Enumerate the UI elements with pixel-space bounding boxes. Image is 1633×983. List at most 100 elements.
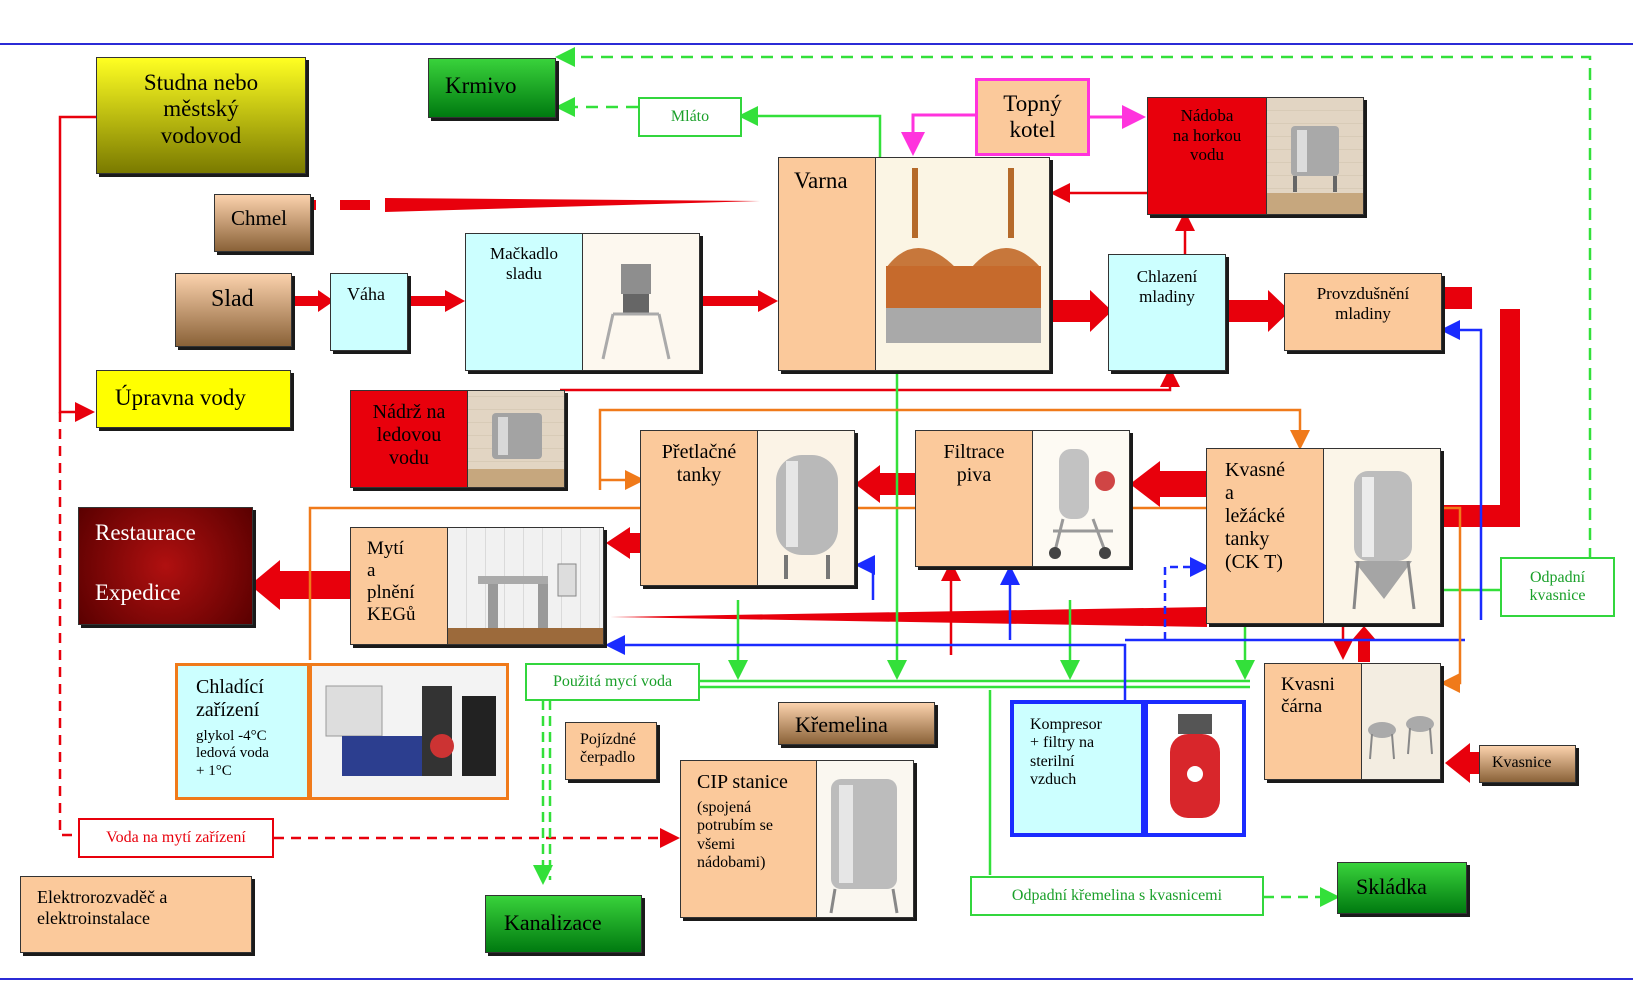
yeast-room-box: Kvasni čárna bbox=[1264, 663, 1362, 780]
kieselguhr-box: Křemelina bbox=[778, 702, 935, 745]
waste-kieselguhr-tag: Odpadní křemelina s kvasnicemi bbox=[970, 876, 1264, 916]
scale-label: Váha bbox=[347, 284, 385, 304]
keg-washer-icon bbox=[448, 563, 603, 644]
filtration-photo bbox=[1032, 430, 1130, 567]
steel-tank-icon bbox=[1267, 126, 1363, 214]
mlato-label: Mláto bbox=[670, 108, 710, 125]
compressor-label: Kompresor + filtry na sterilní vzduch bbox=[1030, 716, 1102, 789]
malt-label: Slad bbox=[211, 286, 254, 312]
sewer-box: Kanalizace bbox=[485, 895, 642, 953]
cooling-lines-orange bbox=[308, 408, 1462, 693]
sewer-label: Kanalizace bbox=[504, 910, 602, 935]
heating-boiler-label: Topný kotel bbox=[1003, 91, 1062, 143]
krmivo-label: Krmivo bbox=[445, 73, 517, 98]
hot-water-tank-label: Nádoba na horkou vodu bbox=[1172, 106, 1242, 165]
waste-yeast-label: Odpadní kvasnice bbox=[1529, 568, 1586, 604]
used-wash-water-label: Použitá mycí voda bbox=[552, 673, 673, 690]
yeast-label: Kvasnice bbox=[1492, 754, 1552, 771]
yeast-room-label: Kvasni čárna bbox=[1281, 674, 1335, 717]
filtration-box: Filtrace piva bbox=[915, 430, 1033, 567]
hops-box: Chmel bbox=[214, 194, 311, 252]
fermentation-tanks-box: Kvasné a ležácké tanky (CK T) bbox=[1206, 448, 1324, 624]
wort-aeration-label: Provzdušnění mladiny bbox=[1316, 284, 1410, 323]
keg-filling-photo bbox=[447, 527, 604, 645]
electrical-box: Elektrorozvaděč a elektroinstalace bbox=[20, 876, 252, 953]
landfill-label: Skládka bbox=[1356, 874, 1427, 899]
brewhouse-photo bbox=[875, 157, 1050, 371]
product-flow-arrows bbox=[250, 198, 1520, 783]
kieselguhr-label: Křemelina bbox=[795, 712, 888, 737]
scale-box: Váha bbox=[330, 273, 408, 351]
steel-tank-icon bbox=[468, 413, 564, 487]
ice-water-tank-photo bbox=[467, 390, 565, 488]
brewhouse-label: Varna bbox=[794, 168, 848, 193]
restaurant-expedition-box: Restaurace Expedice bbox=[78, 507, 253, 625]
copper-kettles-icon bbox=[886, 168, 1041, 343]
wort-cooling-box: Chlazení mladiny bbox=[1108, 254, 1226, 371]
hops-label: Chmel bbox=[231, 206, 287, 230]
yeast-vessels-icon bbox=[1368, 716, 1434, 760]
pressure-tanks-label: Přetlačné tanky bbox=[661, 441, 737, 486]
fermentation-tanks-label: Kvasné a ležácké tanky (CK T) bbox=[1225, 459, 1285, 573]
brewhouse-box: Varna bbox=[778, 157, 876, 371]
used-wash-water-tag: Použitá mycí voda bbox=[525, 663, 700, 701]
waste-kieselguhr-label: Odpadní křemelina s kvasnicemi bbox=[1011, 887, 1223, 904]
krmivo-box: Krmivo bbox=[428, 58, 556, 118]
cip-station-photo bbox=[816, 760, 914, 918]
top-border-line bbox=[0, 43, 1633, 45]
heating-boiler-box: Topný kotel bbox=[975, 78, 1090, 156]
malt-mill-box: Mačkadlo sladu bbox=[465, 233, 583, 371]
cooling-unit-photo bbox=[309, 663, 509, 800]
mlato-tag: Mláto bbox=[638, 97, 742, 137]
malt-mill-label: Mačkadlo sladu bbox=[490, 244, 558, 283]
cip-station-title: CIP stanice bbox=[697, 771, 788, 793]
beer-filter-icon bbox=[1049, 449, 1115, 559]
water-treatment-label: Úpravna vody bbox=[115, 385, 246, 410]
hot-water-tank-box: Nádoba na horkou vodu bbox=[1147, 97, 1267, 215]
mobile-pump-label: Pojízdné čerpadlo bbox=[580, 731, 636, 767]
fermentation-tanks-photo bbox=[1323, 448, 1441, 624]
yeast-box: Kvasnice bbox=[1479, 745, 1576, 783]
waste-lines-green bbox=[533, 47, 1592, 907]
wash-water-label: Voda na mytí zařízení bbox=[106, 829, 246, 846]
cooling-unit-title: Chladící zařízení bbox=[196, 676, 264, 721]
water-treatment-box: Úpravna vody bbox=[96, 370, 291, 428]
heating-lines-magenta bbox=[901, 105, 1146, 156]
wash-water-tag: Voda na mytí zařízení bbox=[78, 818, 274, 858]
hot-water-tank-photo bbox=[1266, 97, 1364, 215]
cip-station-subtitle: (spojená potrubím se všemi nádobami) bbox=[697, 799, 773, 872]
ice-water-tank-box: Nádrž na ledovou vodu bbox=[350, 390, 468, 488]
chiller-icon bbox=[325, 685, 496, 776]
electrical-label: Elektrorozvaděč a elektroinstalace bbox=[37, 887, 168, 928]
wort-cooling-label: Chlazení mladiny bbox=[1136, 267, 1198, 306]
keg-filling-box: Mytí a plnění KEGů bbox=[350, 527, 448, 645]
pressure-tanks-photo bbox=[757, 430, 855, 586]
cip-station-box: CIP stanice (spojená potrubím se všemi n… bbox=[680, 760, 817, 918]
malt-mill-photo bbox=[582, 233, 700, 371]
filtration-label: Filtrace piva bbox=[943, 441, 1005, 486]
bottom-border-line bbox=[0, 978, 1633, 980]
cooling-unit-box: Chladící zařízení glykol -4°C ledová vod… bbox=[175, 663, 310, 800]
well-supply-label: Studna nebo městský vodovod bbox=[143, 70, 259, 148]
air-compressor-icon bbox=[1170, 714, 1220, 818]
pressure-tanks-box: Přetlačné tanky bbox=[640, 430, 758, 586]
landfill-box: Skládka bbox=[1337, 862, 1467, 914]
malt-box: Slad bbox=[175, 273, 292, 347]
mill-machine-icon bbox=[601, 264, 671, 360]
expedition-label: Expedice bbox=[95, 580, 181, 605]
mobile-pump-box: Pojízdné čerpadlo bbox=[565, 722, 657, 780]
cip-tank-icon bbox=[829, 779, 899, 914]
well-supply-box: Studna nebo městský vodovod bbox=[96, 57, 306, 174]
air-lines-blue bbox=[605, 320, 1483, 700]
waste-yeast-tag: Odpadní kvasnice bbox=[1500, 557, 1615, 617]
restaurant-label: Restaurace bbox=[95, 520, 196, 545]
compressor-box: Kompresor + filtry na sterilní vzduch bbox=[1010, 700, 1145, 837]
yeast-room-photo bbox=[1361, 663, 1441, 780]
cooling-unit-subtitle: glykol -4°C ledová voda + 1°C bbox=[196, 728, 269, 779]
cylindroconical-tank-icon bbox=[1352, 471, 1416, 610]
ice-water-tank-label: Nádrž na ledovou vodu bbox=[372, 401, 446, 469]
bright-tank-icon bbox=[776, 455, 838, 579]
compressor-photo bbox=[1144, 700, 1246, 837]
wort-aeration-box: Provzdušnění mladiny bbox=[1284, 273, 1442, 351]
